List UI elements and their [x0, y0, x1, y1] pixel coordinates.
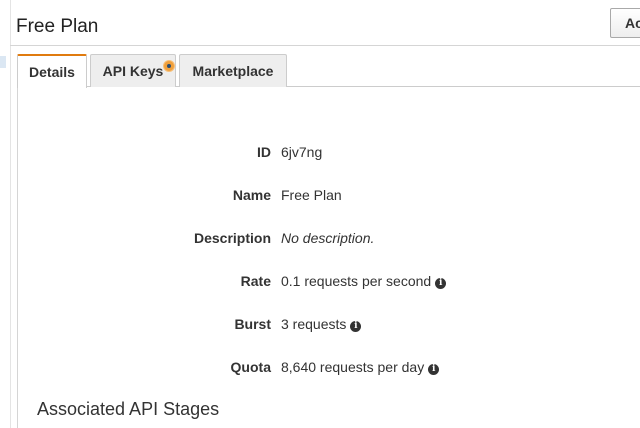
header-divider	[10, 45, 640, 46]
page-title: Free Plan	[16, 16, 99, 37]
detail-value: No description.	[281, 230, 375, 246]
tab-content-panel	[17, 86, 640, 428]
detail-value: 6jv7ng	[281, 144, 323, 160]
actions-button[interactable]: Actions	[610, 8, 640, 38]
tab-details[interactable]: Details	[17, 54, 87, 88]
detail-row-id: ID 6jv7ng	[0, 144, 640, 164]
detail-row-description: Description No description.	[0, 230, 640, 250]
detail-row-name: Name Free Plan	[0, 187, 640, 207]
detail-label: Rate	[240, 273, 271, 289]
left-nav-rail	[0, 0, 11, 428]
detail-label: ID	[257, 144, 271, 160]
detail-value: Free Plan	[281, 187, 342, 203]
info-circle-icon[interactable]: i	[428, 364, 440, 375]
detail-label: Burst	[234, 316, 271, 332]
detail-label: Description	[193, 230, 271, 246]
left-nav-selected-marker	[0, 56, 6, 68]
notification-dot-icon	[164, 61, 174, 71]
detail-label: Name	[232, 187, 271, 203]
detail-label: Quota	[230, 359, 271, 375]
info-circle-icon[interactable]: i	[435, 278, 447, 289]
detail-value: 0.1 requests per second	[281, 273, 432, 289]
info-circle-icon[interactable]: i	[350, 321, 362, 332]
section-title-associated-api-stages: Associated API Stages	[37, 399, 220, 419]
detail-value: 8,640 requests per day	[281, 359, 425, 375]
tab-marketplace[interactable]: Marketplace	[179, 54, 287, 87]
tab-api-keys[interactable]: API Keys	[90, 54, 176, 87]
tabs-baseline	[17, 86, 640, 87]
detail-value: 3 requests	[281, 316, 347, 332]
